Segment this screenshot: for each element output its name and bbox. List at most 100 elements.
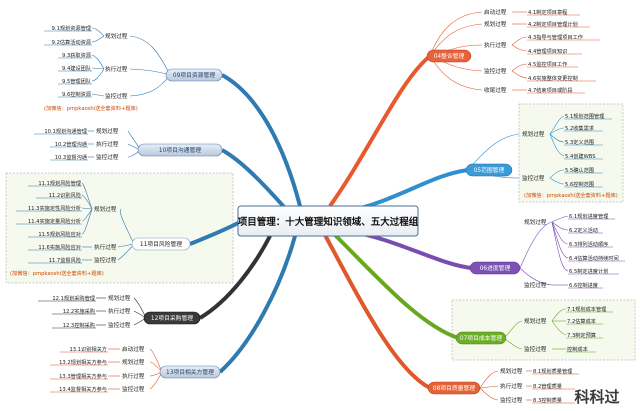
leaf-10-3: 10.3监督沟通 [55, 153, 88, 161]
process-planning: 规划过程 [122, 358, 145, 366]
central-title: 项目管理：十大管理知识领域、五大过程组 [238, 216, 419, 228]
communication-node[interactable]: 10项目沟通管理 [137, 143, 223, 157]
leaf-6-1: 6.1规划进度管理 [569, 212, 609, 220]
leaf-7-4: 控制成本 [567, 345, 588, 353]
process-planning: 规划过程 [524, 218, 547, 226]
leaf-10-1: 10.1规划沟通管理 [44, 127, 87, 135]
process-executing: 执行过程 [105, 65, 128, 73]
leaf-4-2: 4.2制定项目管理计划 [528, 20, 578, 28]
leaf-5-6: 5.6控制范围 [565, 180, 594, 188]
leaf-12-3: 12.3控制采购 [63, 321, 95, 329]
process-monitoring: 监控过程 [524, 281, 547, 289]
hr-note: (加微信：pmpkaoshi送全套资料+题库) [44, 104, 138, 112]
risk-details: 规划过程 执行过程 监控过程 11.1规划风险管理 11.2识别风险 11.3实… [10, 179, 117, 277]
scope-details: 规划过程 监控过程 5.1规划范围管理 5.2收集需求 5.3定义范围 5.4创… [522, 112, 618, 199]
stakeholder-node[interactable]: 13项目相关方管理 [159, 365, 221, 379]
quality-node[interactable]: 08项目质量管理 [427, 381, 481, 395]
leaf-7-1: 7.1规划成本管理 [567, 305, 607, 313]
leaf-11-2: 11.2识别风险 [49, 191, 82, 199]
process-closing: 收尾过程 [484, 86, 507, 94]
process-monitoring: 监控过程 [122, 385, 145, 393]
cost-group-box [451, 299, 636, 361]
leaf-4-3: 4.3指导与管理项目工作 [528, 33, 583, 41]
leaf-4-6: 4.6实施整体变更控制 [528, 74, 578, 82]
leaf-5-2: 5.2收集需求 [565, 124, 595, 132]
leaf-11-7: 11.7监督风险 [49, 256, 82, 264]
cost-details: 规划过程 监控过程 7.1规划成本管理 7.2估算成本 7.3制定预算 控制成本 [524, 305, 607, 353]
process-executing: 执行过程 [94, 243, 117, 251]
svg-text:11项目风险管理: 11项目风险管理 [140, 240, 182, 248]
process-executing: 执行过程 [96, 140, 119, 148]
leaf-12-2: 12.2实施采购 [63, 307, 95, 315]
leaf-8-3: 8.3控制质量 [533, 396, 562, 404]
leaf-13-3: 13.3管理相关方参与 [59, 372, 107, 380]
process-monitoring: 监控过程 [96, 153, 119, 161]
process-planning: 规划过程 [484, 20, 507, 28]
procurement-node[interactable]: 12项目采购管理 [143, 311, 201, 325]
leaf-7-2: 7.2估算成本 [567, 317, 596, 325]
leaf-5-1: 5.1规划范围管理 [565, 112, 605, 120]
leaf-4-1: 4.1制定项目章程 [528, 8, 567, 16]
svg-text:13项目相关方管理: 13项目相关方管理 [166, 368, 214, 376]
svg-text:05范围管理: 05范围管理 [474, 166, 505, 174]
leaf-7-3: 7.3制定预算 [567, 331, 596, 339]
process-monitoring: 监控过程 [524, 345, 547, 353]
leaf-11-5: 11.5规划风险应对 [38, 230, 81, 238]
leaf-5-5: 5.5确认范围 [565, 166, 594, 174]
leaf-11-3: 11.3实施定性风险分析 [28, 204, 81, 212]
leaf-6-3: 6.3排列活动顺序 [569, 240, 608, 248]
process-monitoring: 监控过程 [105, 92, 128, 100]
svg-text:08项目质量管理: 08项目质量管理 [433, 384, 475, 392]
process-initiating: 启动过程 [484, 8, 507, 16]
risk-node[interactable]: 11项目风险管理 [131, 237, 191, 251]
hr-details: 规划过程 执行过程 监控过程 9.1规划资源管理 9.2估算活动资源 9.3获取… [44, 24, 138, 112]
schedule-details: 规划过程 监控过程 6.1规划进度管理 6.2定义活动 6.3排列活动顺序 6.… [524, 212, 619, 289]
leaf-9-5: 9.5管理团队 [62, 77, 92, 85]
procurement-details: 规划过程 执行过程 监控过程 12.1规划采购管理 12.2实施采购 12.3控… [52, 294, 130, 329]
leaf-11-1: 11.1规划风险管理 [38, 179, 81, 187]
risk-note: (加微信：pmpkaoshi送全套资料+题库) [10, 269, 104, 277]
communication-details: 规划过程 执行过程 监控过程 10.1规划沟通管理 10.2管理沟通 10.3监… [44, 127, 118, 161]
process-monitoring: 监控过程 [484, 67, 507, 75]
leaf-13-2: 13.2规划相关方参与 [59, 358, 107, 366]
main-branches [189, 54, 473, 390]
process-executing: 执行过程 [108, 307, 131, 315]
leaf-9-6: 9.6控制资源 [62, 90, 92, 98]
process-monitoring: 监控过程 [522, 174, 545, 182]
central-topic[interactable]: 项目管理：十大管理知识领域、五大过程组 [237, 205, 419, 237]
process-monitoring: 监控过程 [108, 321, 131, 329]
svg-text:06进度管理: 06进度管理 [480, 264, 511, 272]
leaf-13-1: 13.1识别相关方 [70, 345, 108, 353]
process-monitoring: 监控过程 [94, 256, 117, 264]
scope-note: (加微信：pmpkaoshi送全套资料+题库) [524, 191, 618, 199]
svg-text:12项目采购管理: 12项目采购管理 [151, 314, 193, 322]
leaf-5-4: 5.4创建WBS [565, 152, 596, 160]
process-executing: 执行过程 [500, 382, 523, 390]
process-planning: 规划过程 [524, 317, 547, 325]
leaf-6-4: 6.4估算活动持续时间 [569, 254, 619, 262]
process-planning: 规划过程 [500, 367, 523, 375]
leaf-11-6: 11.6实施风险应对 [38, 243, 81, 251]
svg-text:04整合管理: 04整合管理 [434, 52, 465, 60]
process-planning: 规划过程 [522, 130, 545, 138]
cost-node[interactable]: 07项目成本管理 [455, 331, 507, 345]
process-executing: 执行过程 [484, 41, 507, 49]
stakeholder-details: 启动过程 规划过程 执行过程 监控过程 13.1识别相关方 13.2规划相关方参… [59, 345, 145, 393]
leaf-8-2: 8.2管理质量 [533, 382, 562, 390]
svg-text:07项目成本管理: 07项目成本管理 [460, 334, 502, 342]
leaf-9-4: 9.4建设团队 [62, 64, 92, 72]
leaf-underlines [16, 14, 625, 404]
integration-node[interactable]: 04整合管理 [426, 49, 472, 63]
process-initiating: 启动过程 [122, 345, 145, 353]
process-planning: 规划过程 [94, 205, 117, 213]
schedule-node[interactable]: 06进度管理 [469, 261, 521, 275]
scope-node[interactable]: 05范围管理 [465, 163, 513, 177]
leaf-9-3: 9.3获取资源 [62, 51, 92, 59]
process-monitoring: 监控过程 [500, 396, 523, 404]
scope-group-box [518, 103, 624, 203]
hr-node[interactable]: 09项目资源管理 [165, 68, 223, 82]
svg-text:09项目资源管理: 09项目资源管理 [173, 71, 215, 79]
leaf-4-4: 4.4管理项目知识 [528, 47, 567, 55]
leaf-8-1: 8.1规划质量管理 [533, 367, 573, 375]
